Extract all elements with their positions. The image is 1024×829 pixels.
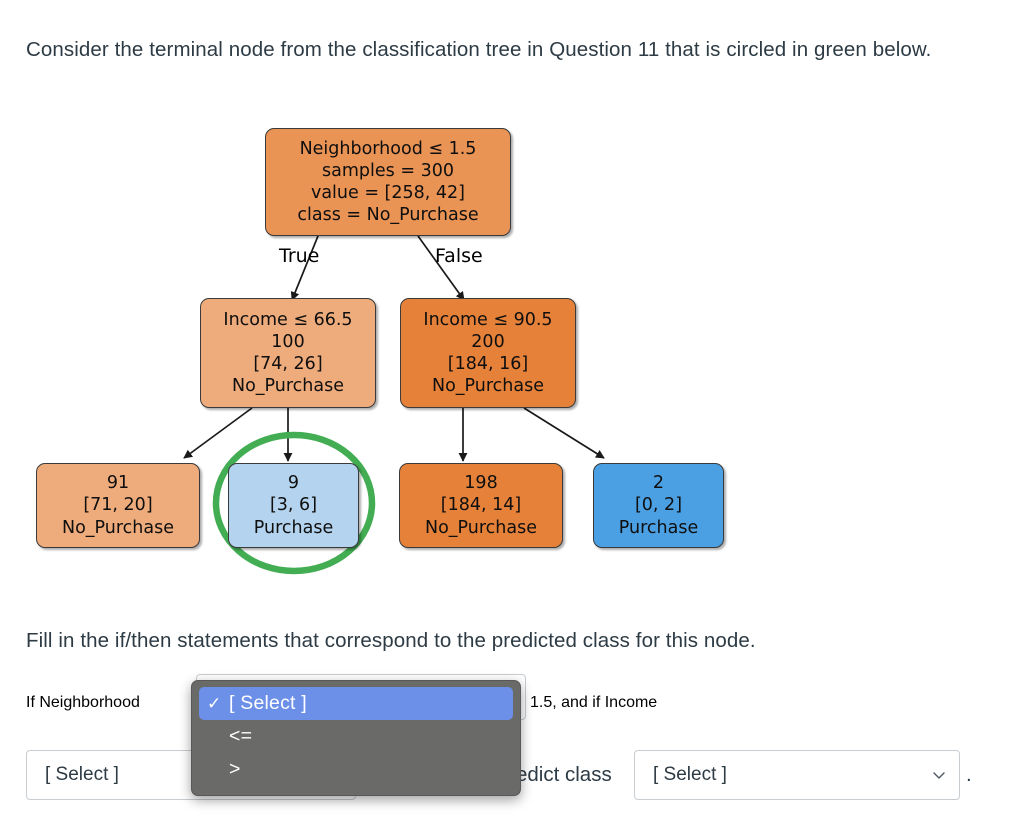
green-highlight-circle (212, 431, 376, 575)
edge-label-false: False (435, 245, 483, 267)
node-line: Income ≤ 90.5 (423, 309, 553, 330)
edge-label-true: True (279, 245, 320, 267)
dropdown-option-select[interactable]: ✓ [ Select ] (199, 687, 513, 720)
node-line: [74, 26] (253, 354, 323, 374)
tree-node-leaf-4: 2 [0, 2] Purchase (593, 463, 724, 548)
node-line: class = No_Purchase (297, 205, 479, 226)
tree-edges-svg (183, 235, 605, 575)
tree-node-leaf-3: 198 [184, 14] No_Purchase (399, 463, 563, 548)
node-line: 2 (652, 473, 665, 494)
check-icon: ✓ (207, 693, 222, 713)
node-line: 200 (471, 331, 505, 352)
node-line: Purchase (618, 517, 699, 538)
node-line: 91 (106, 473, 130, 494)
node-line: Purchase (253, 517, 334, 538)
predict-class-text: edict class (516, 763, 612, 786)
dropdown-option-label: [ Select ] (229, 692, 307, 714)
node-line: No_Purchase (61, 517, 174, 538)
dropdown-option-label: > (229, 758, 241, 780)
node-line: No_Purchase (231, 376, 344, 397)
node-line: [0, 2] (634, 495, 683, 516)
node-line: [3, 6] (269, 495, 318, 516)
tree-node-right-internal: Income ≤ 90.5 200 [184, 16] No_Purchase (400, 298, 576, 408)
node-line: 100 (271, 331, 305, 352)
node-line: [184, 16] (447, 354, 529, 374)
question-prompt: Consider the terminal node from the clas… (26, 38, 932, 61)
select-income-operator-value: [ Select ] (45, 764, 119, 785)
tree-node-leaf-2-highlighted: 9 [3, 6] Purchase (228, 463, 359, 548)
node-line: No_Purchase (424, 517, 537, 538)
node-line: [71, 20] (83, 495, 153, 516)
sentence-period: . (966, 763, 972, 786)
node-line: 198 (464, 473, 498, 494)
dropdown-option-lte[interactable]: <= (199, 720, 513, 753)
fill-in-instruction: Fill in the if/then statements that corr… (26, 629, 756, 652)
tree-node-left-internal: Income ≤ 66.5 100 [74, 26] No_Purchase (200, 298, 376, 408)
if-text-fragment-2: 1.5, and if Income (530, 694, 658, 711)
chevron-down-icon (933, 772, 945, 779)
select-predicted-class-value: [ Select ] (653, 764, 727, 785)
dropdown-menu-open[interactable]: ✓ [ Select ] <= > (191, 680, 521, 796)
dropdown-option-label: <= (229, 725, 253, 747)
node-line: value = [258, 42] (310, 183, 466, 203)
node-line: samples = 300 (322, 160, 454, 181)
dropdown-option-gt[interactable]: > (199, 753, 513, 786)
select-predicted-class[interactable]: [ Select ] (634, 750, 960, 800)
tree-node-root: Neighborhood ≤ 1.5 samples = 300 value =… (265, 128, 511, 236)
node-line: [184, 14] (440, 495, 522, 516)
decision-tree-figure: Neighborhood ≤ 1.5 samples = 300 value =… (26, 118, 766, 598)
node-line: Income ≤ 66.5 (223, 309, 353, 330)
node-line: No_Purchase (431, 376, 544, 397)
tree-node-leaf-1: 91 [71, 20] No_Purchase (36, 463, 200, 548)
node-line: 9 (287, 473, 300, 494)
if-text-fragment-1: If Neighborhood (26, 694, 140, 711)
node-line: Neighborhood ≤ 1.5 (299, 138, 477, 159)
